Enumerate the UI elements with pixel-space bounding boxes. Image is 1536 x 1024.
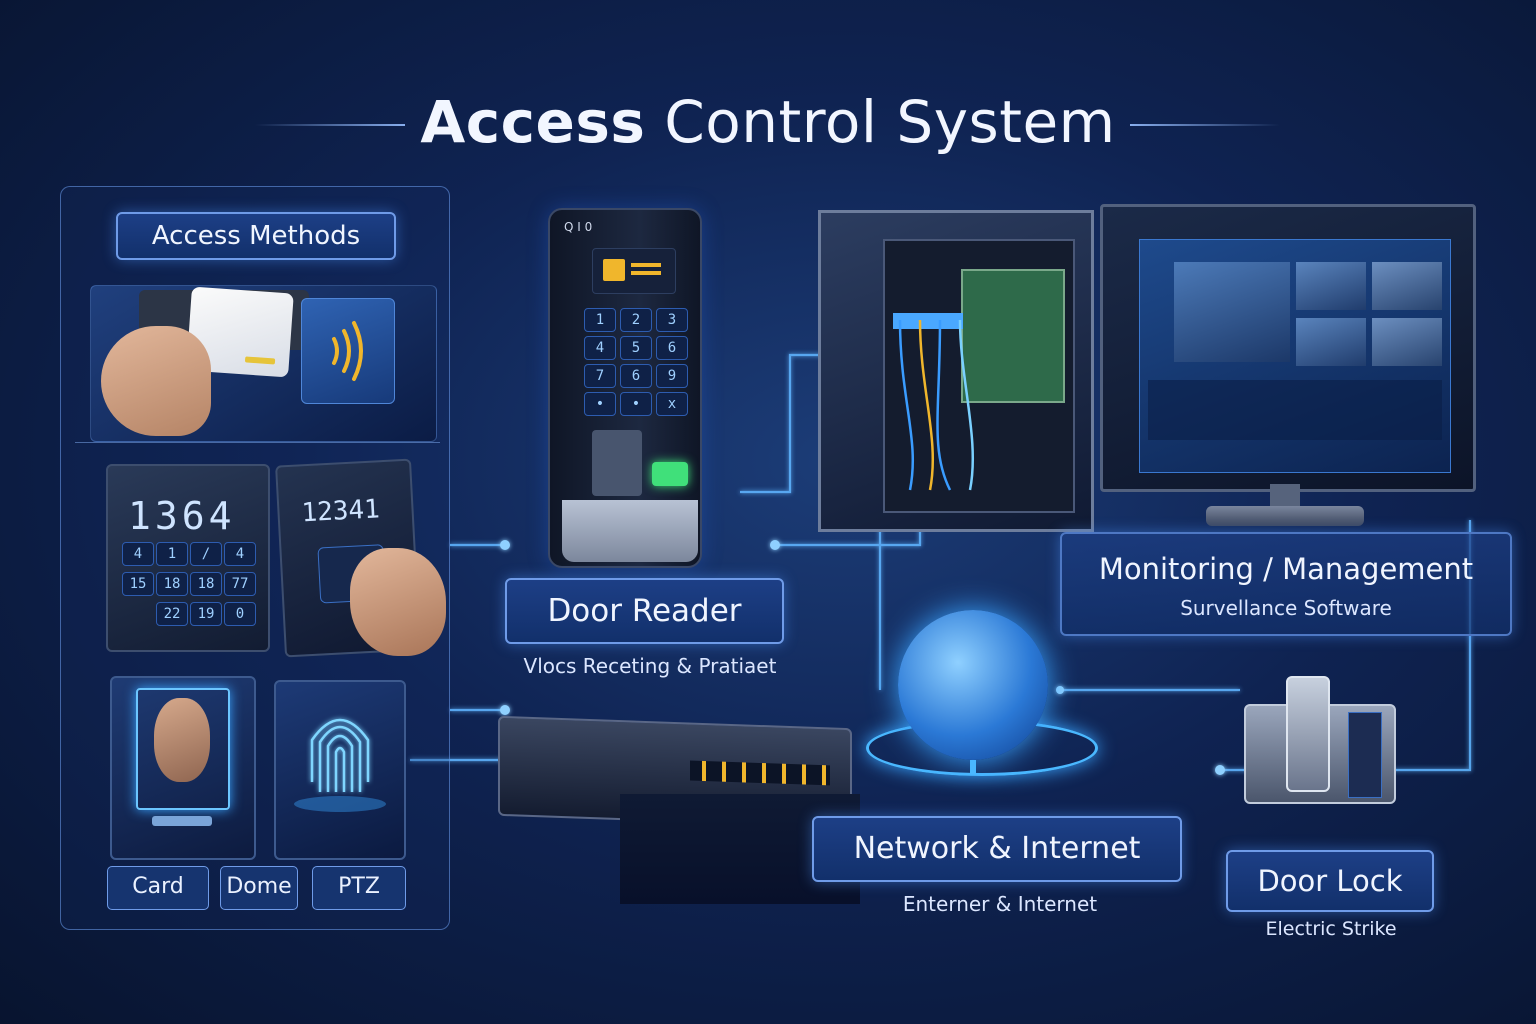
ptz-button[interactable]: PTZ (312, 866, 406, 910)
thumbnail-strip (1148, 380, 1442, 440)
face-scan-bar (152, 816, 212, 826)
reader-key[interactable]: 1 (584, 308, 616, 332)
monitor-base (1206, 506, 1364, 526)
access-methods-heading: Access Methods (116, 212, 396, 260)
reader-screen (592, 248, 676, 294)
fingerprint-tile (274, 680, 406, 860)
keypad-key[interactable]: 1 (156, 542, 188, 566)
monitor (1100, 204, 1476, 492)
network-sub: Enterner & Internet (902, 892, 1098, 916)
lock-panel (1348, 712, 1382, 798)
network-label: Network & Internet (853, 831, 1141, 866)
access-methods-heading-text: Access Methods (151, 221, 361, 251)
door-reader-sub: Vlocs Receting & Pratiaet (523, 654, 777, 678)
face-scan-frame (136, 688, 230, 810)
keypad-key[interactable]: 0 (224, 602, 256, 626)
reader-key[interactable]: 9 (656, 364, 688, 388)
video-feed[interactable] (1296, 262, 1366, 310)
dome-button[interactable]: Dome (220, 866, 298, 910)
keypad-key[interactable]: 15 (122, 572, 154, 596)
face (154, 698, 210, 782)
card-button[interactable]: Card (107, 866, 209, 910)
hand-2 (350, 548, 446, 656)
reader-keypad: 1 2 3 4 5 6 7 6 9 • • x (580, 304, 690, 420)
node-dot (500, 705, 510, 715)
nfc-waves-icon (332, 321, 363, 381)
reader-key[interactable]: 6 (656, 336, 688, 360)
reader-brand: Q I 0 (564, 220, 593, 234)
keypad-key[interactable]: / (190, 542, 222, 566)
nfc-panel (301, 298, 395, 404)
door-lock-label: Door Lock (1257, 864, 1403, 898)
reader-key[interactable]: • (584, 392, 616, 416)
reader-key[interactable]: 4 (584, 336, 616, 360)
door-lock-sub: Electric Strike (1265, 918, 1397, 940)
monitoring-label: Monitoring / Management (1098, 552, 1474, 586)
monitoring-label-box: Monitoring / Management Survellance Soft… (1060, 532, 1512, 636)
reader-status-led (652, 462, 688, 486)
cabinet-wires (898, 320, 975, 491)
video-feed[interactable] (1296, 318, 1366, 366)
card-reader-tile (90, 285, 437, 442)
door-lock-label-box: Door Lock (1226, 850, 1434, 912)
network-label-box: Network & Internet (812, 816, 1182, 882)
monitoring-sub: Survellance Software (1180, 596, 1392, 620)
keypad-key[interactable]: 18 (190, 572, 222, 596)
reader-base (562, 500, 698, 562)
keypad-key[interactable]: 4 (224, 542, 256, 566)
keypad-key[interactable]: 18 (156, 572, 188, 596)
keypad-display-2: 12341 (300, 494, 381, 529)
video-feed[interactable] (1174, 262, 1290, 362)
fingerprint-sensor (592, 430, 642, 496)
reader-key[interactable]: 3 (656, 308, 688, 332)
video-feed[interactable] (1372, 262, 1442, 310)
divider (75, 442, 440, 443)
globe-stem (970, 760, 976, 774)
face-recognition-tile (110, 676, 256, 860)
control-cabinet (818, 210, 1094, 532)
node-dot (770, 540, 780, 550)
node-dot (500, 540, 510, 550)
hand (101, 326, 211, 436)
title-bold: Access (420, 88, 646, 156)
lock-latch (1286, 676, 1330, 792)
monitor-screen (1139, 239, 1451, 473)
video-feed[interactable] (1372, 318, 1442, 366)
door-reader-label-text: Door Reader (547, 593, 742, 629)
keypad-display-1: 1364 (128, 494, 236, 538)
reader-key[interactable]: x (656, 392, 688, 416)
title-rule-left (255, 124, 405, 126)
reader-key[interactable]: 2 (620, 308, 652, 332)
title-rest: Control System (664, 88, 1116, 156)
door-lock-device (1244, 676, 1396, 804)
keypad-tile-1: 1364 4 1 / 4 15 18 18 77 22 19 0 (106, 464, 270, 652)
terminal-block (893, 313, 963, 329)
circuit-board (961, 269, 1065, 403)
reader-key[interactable]: 5 (620, 336, 652, 360)
globe-icon (898, 610, 1048, 760)
switch-ports (690, 760, 830, 786)
reader-key[interactable]: • (620, 392, 652, 416)
node-dot (1215, 765, 1225, 775)
door-reader-label: Door Reader (505, 578, 784, 644)
keypad-key[interactable]: 19 (190, 602, 222, 626)
keypad-key[interactable]: 22 (156, 602, 188, 626)
fingerprint-icon (294, 718, 386, 812)
keypad-key[interactable]: 77 (224, 572, 256, 596)
keypad-key[interactable]: 4 (122, 542, 154, 566)
reader-key[interactable]: 6 (620, 364, 652, 388)
node-dot (1056, 686, 1064, 694)
page-title: Access Control System (0, 88, 1536, 156)
reader-key[interactable]: 7 (584, 364, 616, 388)
